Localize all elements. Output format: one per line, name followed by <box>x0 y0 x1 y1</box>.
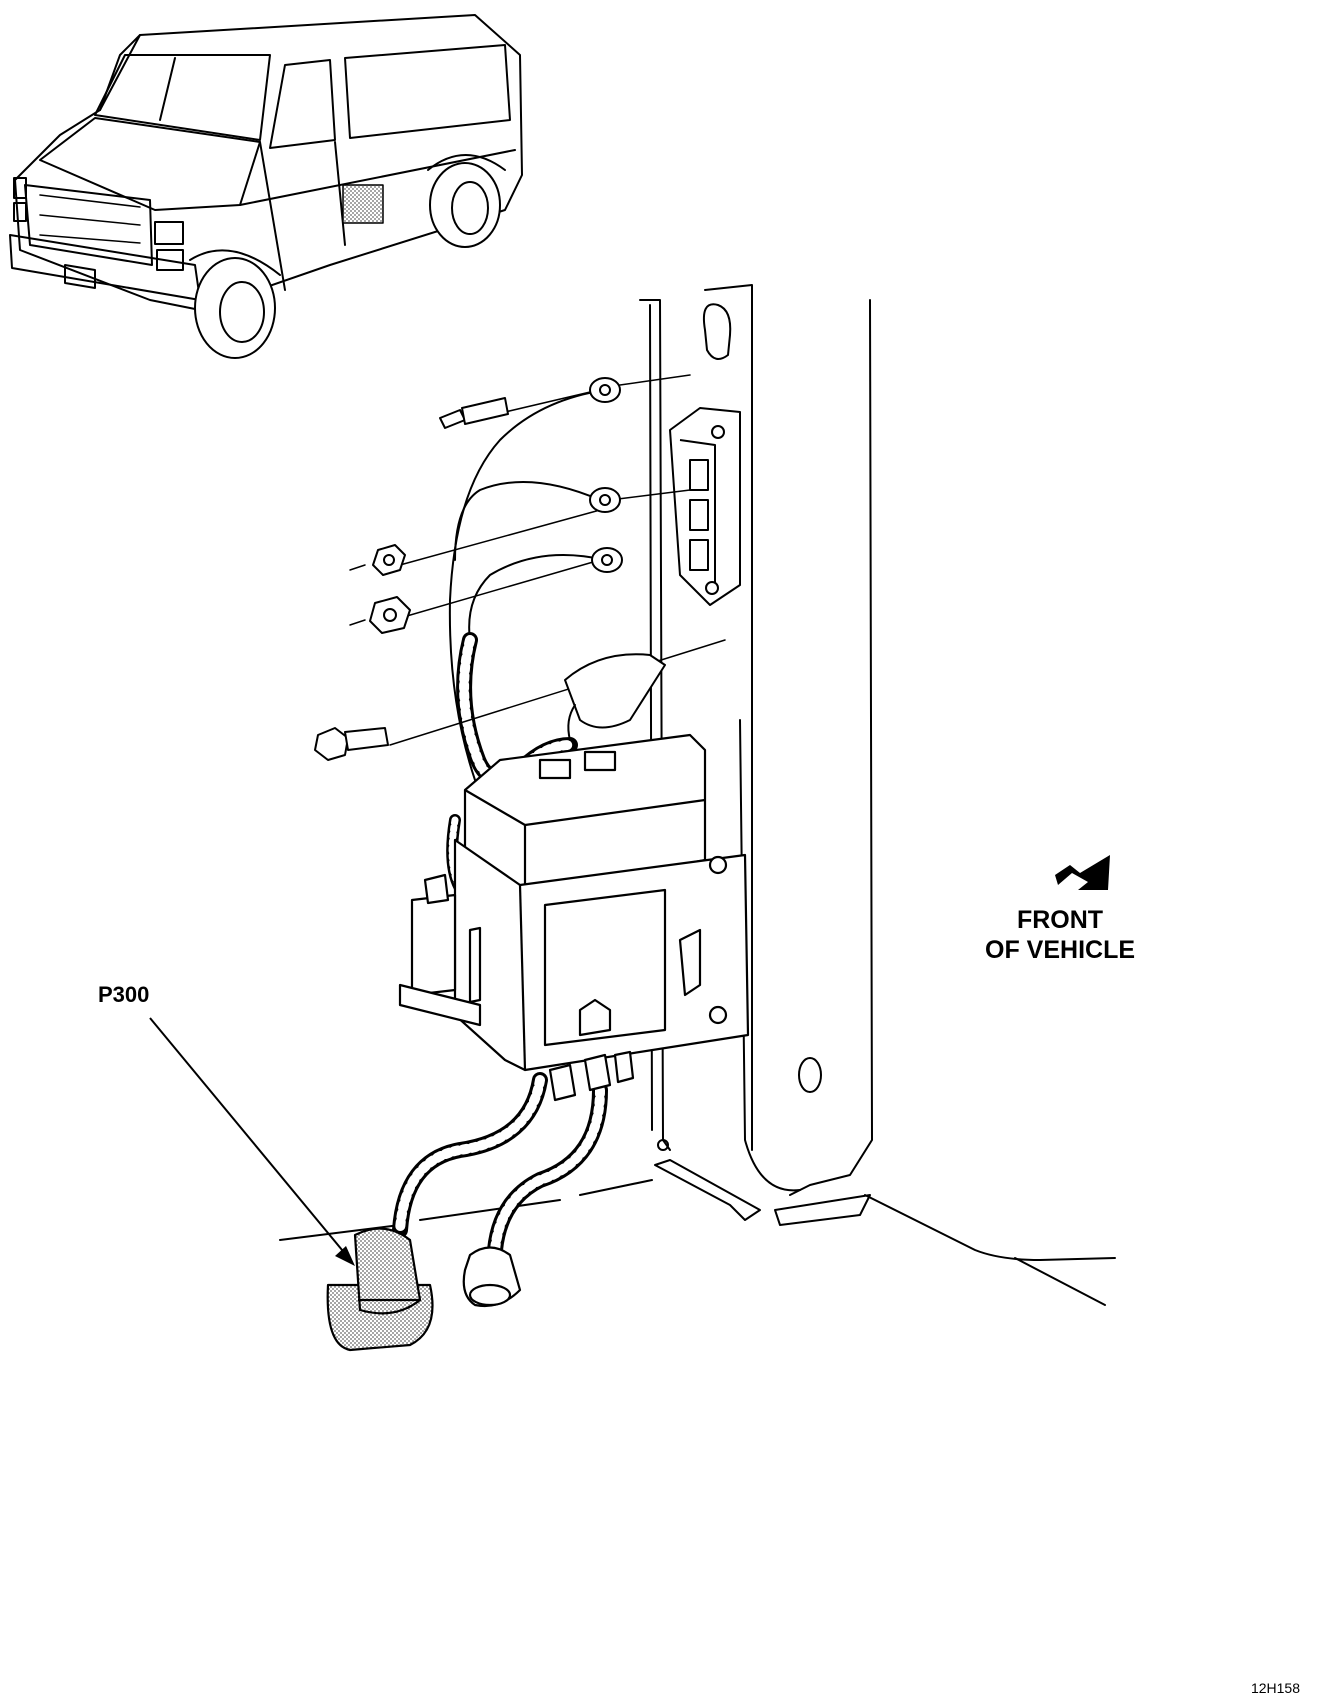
connector-label-p300: P300 <box>98 982 150 1007</box>
front-of-vehicle-label: FRONT OF VEHICLE <box>985 905 1135 965</box>
front-direction-arrow <box>1055 855 1110 890</box>
connector-p300 <box>326 1227 434 1352</box>
front-label-line1: FRONT <box>1016 906 1104 934</box>
fasteners <box>314 374 726 761</box>
control-module <box>398 733 750 1102</box>
van-illustration <box>9 14 523 359</box>
p300-leader-arrow <box>149 1017 355 1266</box>
relay-block <box>669 407 741 606</box>
connector-secondary <box>462 1246 522 1308</box>
front-label-line2: OF VEHICLE <box>985 936 1136 964</box>
figure-id: 12H158 <box>1250 1680 1300 1696</box>
